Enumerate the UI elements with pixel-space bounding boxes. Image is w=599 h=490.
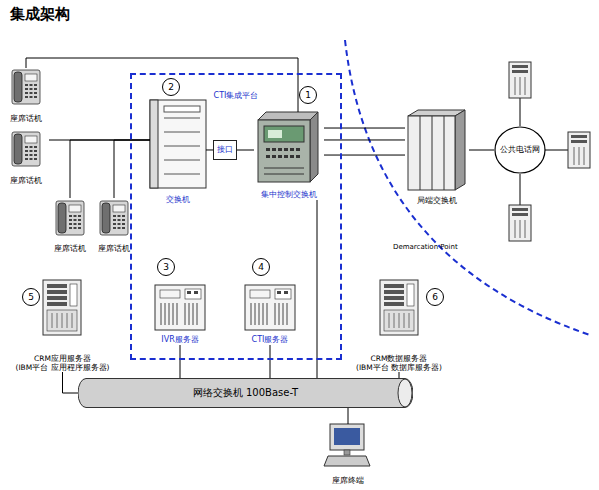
callout-number: 1: [299, 86, 317, 104]
wire-connector: [399, 372, 400, 378]
device-node: 座席话机: [3, 68, 49, 124]
wire-connector: [324, 155, 405, 156]
node-label: 网络交换机 100Base-T: [193, 387, 298, 399]
node-label: CRM数据服务器: [371, 354, 428, 363]
wire-connector: [270, 345, 271, 378]
remote-terminal: [509, 62, 531, 98]
node-label: 交换机: [166, 195, 190, 205]
phone-icon: [12, 132, 40, 166]
server-tower-icon: [43, 280, 81, 335]
phone-icon: [56, 201, 84, 235]
boundary-label: Demarcation Point: [393, 243, 458, 251]
phone-icon: [100, 201, 128, 235]
device-node: 局端交换机: [405, 108, 469, 206]
device-node: 座席话机: [48, 198, 92, 254]
device-node: 集中控制交换机: [254, 112, 324, 200]
node-label: CTI服务器: [252, 335, 289, 345]
pc-icon: [324, 424, 370, 466]
device-node: 座席终端: [320, 424, 376, 486]
phone-icon: [12, 70, 40, 104]
switch-server: [258, 112, 318, 182]
callout-number: 4: [252, 258, 270, 276]
node-label: 局端交换机: [417, 196, 457, 206]
central-office-switch: [408, 110, 465, 190]
device-node: CTI服务器: [235, 285, 305, 345]
node-label: 座席话机: [10, 176, 42, 186]
cti-server-icon: [245, 285, 295, 330]
wire-connector: [237, 150, 254, 151]
network-circle: 公共电话网: [494, 126, 546, 174]
node-label: 座席终端: [332, 476, 364, 486]
remote-terminal: [509, 205, 531, 241]
wire-connector: [317, 200, 318, 378]
wire-connector: [70, 140, 150, 198]
wire-connector: [114, 140, 150, 198]
callout-number: 6: [426, 288, 444, 306]
network-bus: 网络交换机 100Base-T: [78, 378, 413, 408]
device-node: 座席话机: [92, 198, 136, 254]
wire-connector: [180, 345, 181, 378]
device-node: IVR服务器: [145, 285, 215, 345]
node-label: 集中控制交换机: [261, 190, 317, 200]
platform-region: CTI集成平台交换机 接口集中控制交换机 IVR服务器 CTI服务器: [130, 73, 342, 360]
node-label: CRM应用服务器: [34, 354, 91, 363]
node-label: 座席话机: [54, 244, 86, 254]
node-label: IVR服务器: [161, 335, 198, 345]
node-label: 座席话机: [98, 244, 130, 254]
node-label: 接口: [217, 145, 233, 155]
wire-connector: [348, 408, 349, 424]
interface-box: 接口: [213, 140, 237, 160]
wire-connector: [26, 58, 298, 112]
wire-connector: [63, 372, 79, 393]
node-label: 座席话机: [10, 114, 42, 124]
remote-terminal: [568, 132, 590, 168]
diagram-title: 集成架构: [10, 5, 70, 24]
ivr-server-icon: [155, 285, 205, 330]
device-node: 交换机: [150, 100, 206, 205]
demarcation-line: [345, 40, 590, 335]
server-tower-icon: [380, 280, 418, 335]
device-node: 座席话机: [3, 128, 49, 186]
wire-connector: [324, 128, 405, 129]
wire-connector: [206, 149, 213, 150]
wire-connector: [469, 150, 494, 151]
node-label: CTI集成平台: [214, 91, 259, 101]
callout-number: 2: [162, 78, 180, 96]
wire-connector: [324, 139, 405, 140]
node-label: 公共电话网: [500, 145, 540, 155]
callout-number: 5: [22, 288, 40, 306]
node-sublabel: (IBM平台 数据库服务器): [356, 363, 442, 372]
node-sublabel: (IBM平台 应用程序服务器): [15, 363, 109, 372]
callout-number: 3: [157, 258, 175, 276]
pbx-cabinet: [150, 100, 206, 188]
